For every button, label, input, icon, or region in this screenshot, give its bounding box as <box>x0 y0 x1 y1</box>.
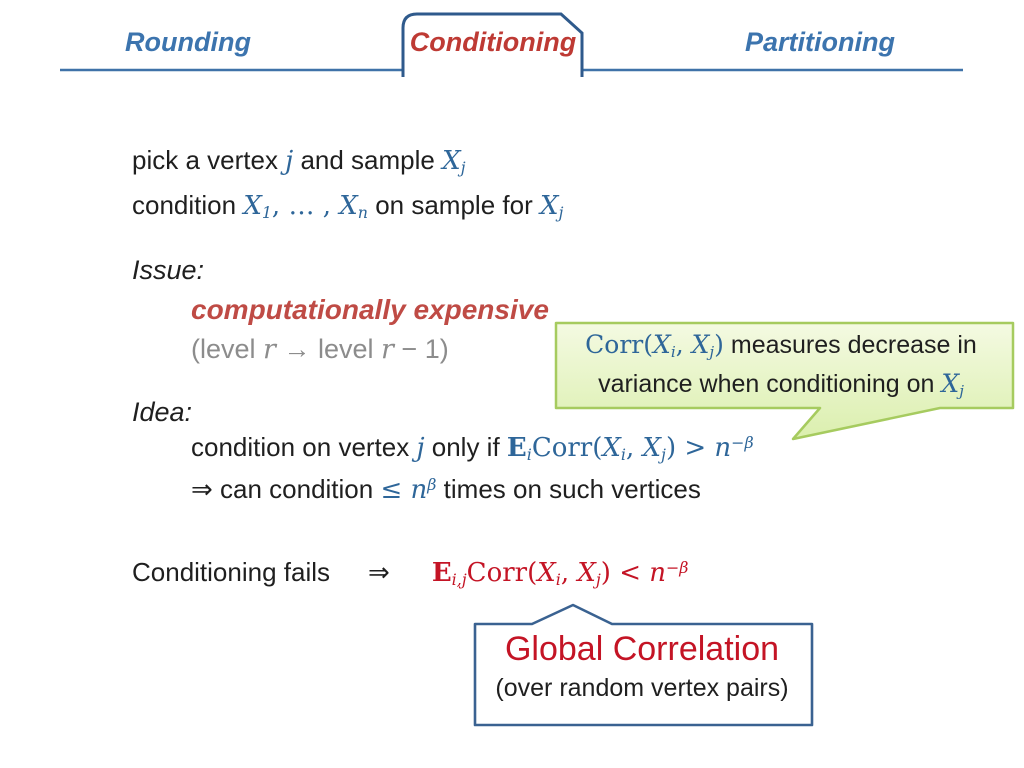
line-pick-vertex: pick a vertex j and sample Xj <box>132 145 466 178</box>
tab-partitioning: Partitioning <box>745 27 895 57</box>
header-tab-rule <box>60 12 963 77</box>
line-condition-sample: condition X1, … , Xn on sample for Xj <box>132 190 564 223</box>
callout-line-1: Corr(Xi, Xj) measures decrease in <box>585 330 977 362</box>
tab-conditioning: Conditioning <box>409 27 577 57</box>
global-box-title: Global Correlation <box>504 630 780 668</box>
issue-label: Issue: <box>132 255 205 285</box>
global-box-subtitle: (over random vertex pairs) <box>495 674 789 702</box>
tab-rounding: Rounding <box>125 27 251 57</box>
line-can-condition: ⇒ can condition ≤ nβ times on such verti… <box>191 474 701 505</box>
idea-label: Idea: <box>132 397 193 427</box>
callout-line-2: variance when conditioning on Xj <box>598 369 964 401</box>
global-correlation-box: Global Correlation (over random vertex p… <box>462 598 822 732</box>
line-computationally-expensive: computationally expensive <box>191 294 549 325</box>
line-level-r: (level r → level r − 1) <box>191 334 449 365</box>
correlation-callout: Corr(Xi, Xj) measures decrease in varian… <box>550 318 1020 448</box>
callout-bubble-shape <box>554 321 1015 441</box>
line-condition-only-if: condition on vertex j only if EiCorr(Xi,… <box>191 432 754 465</box>
global-box-shape <box>473 603 814 727</box>
line-conditioning-fails: Conditioning fails⇒Ei,jCorr(Xi, Xj) < n−… <box>132 557 689 590</box>
